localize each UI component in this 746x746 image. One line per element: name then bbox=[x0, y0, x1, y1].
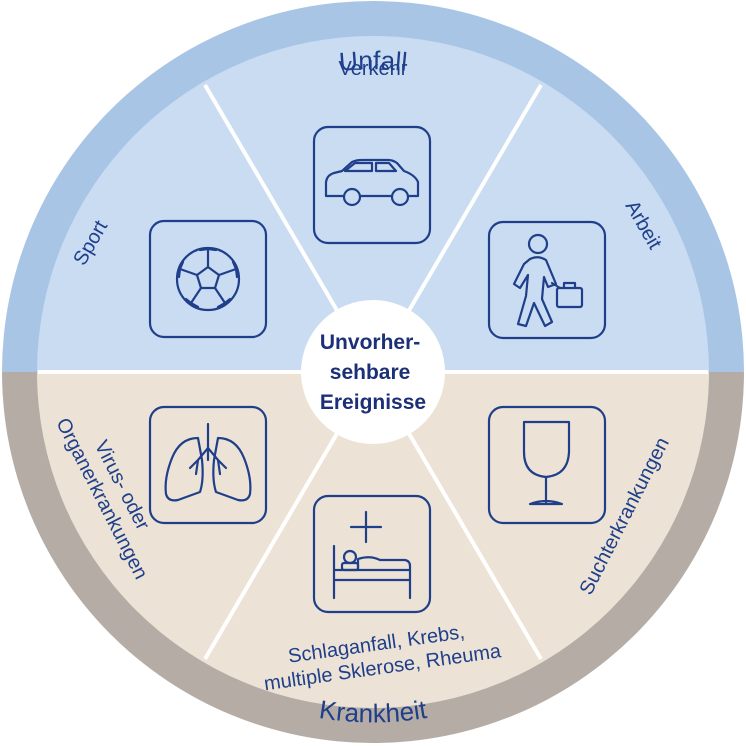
center-line-1: Unvorher- bbox=[320, 331, 420, 354]
segment-label-verkehr: Verkehr bbox=[339, 58, 408, 80]
glass-icon bbox=[487, 405, 607, 525]
ring-title-krankheit: Krankheit bbox=[317, 694, 429, 729]
car-icon bbox=[312, 125, 432, 245]
hospital-bed-icon bbox=[312, 494, 432, 614]
walking-person-with-briefcase-icon bbox=[487, 220, 607, 340]
ring-title-unfall-text: Unfall bbox=[338, 45, 409, 77]
ring-title-unfall: Unfall bbox=[338, 45, 409, 77]
center-text: Unvorher- sehbare Ereignisse bbox=[320, 331, 426, 414]
lungs-icon bbox=[148, 405, 268, 525]
center-line-3: Ereignisse bbox=[320, 391, 426, 414]
ring-title-krankheit-text: Krankheit bbox=[317, 694, 429, 729]
inner-disc-krankheit bbox=[37, 372, 709, 708]
center-line-2: sehbare bbox=[330, 361, 411, 384]
center-circle bbox=[301, 300, 445, 444]
soccer-ball-icon bbox=[148, 219, 268, 339]
